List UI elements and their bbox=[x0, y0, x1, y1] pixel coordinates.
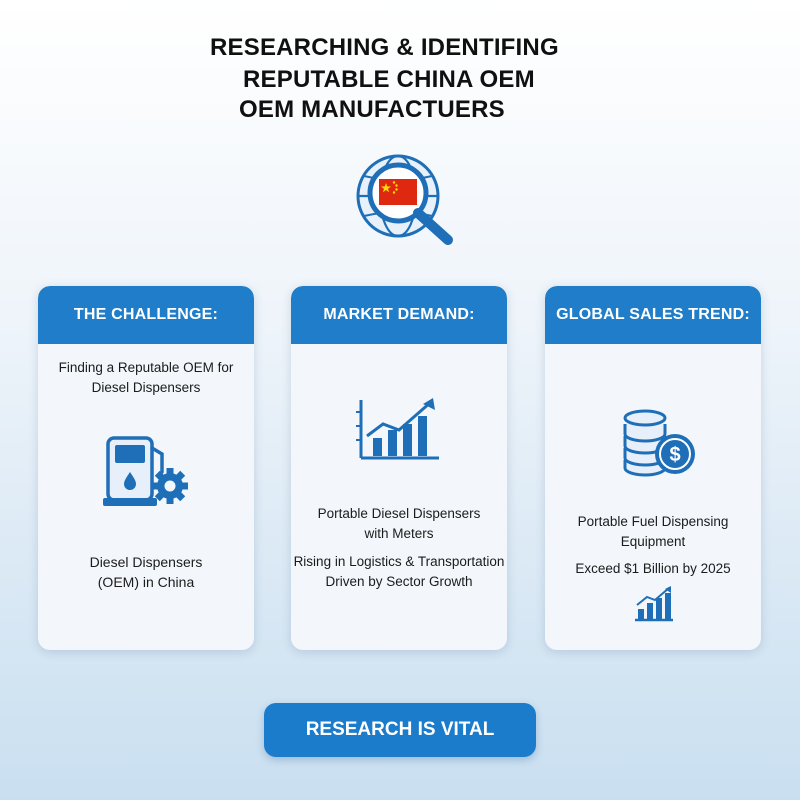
challenge-bottom-text: Diesel Dispensers (OEM) in China bbox=[89, 554, 203, 590]
china-search-globe-icon bbox=[356, 154, 453, 245]
svg-text:$: $ bbox=[669, 444, 680, 466]
coin-stack-dollar-icon: $ bbox=[623, 409, 695, 477]
challenge-top-text: Finding a Reputable OEM for Diesel Dispe… bbox=[58, 360, 234, 395]
challenge-card-heading: THE CHALLENGE: bbox=[38, 286, 254, 344]
global-sales-forecast-text: Exceed $1 Billion by 2025 bbox=[575, 561, 731, 576]
global-sales-card-heading: GLOBAL SALES TREND: bbox=[545, 286, 761, 344]
title-line-1: RESEARCHING & IDENTIFING bbox=[210, 34, 559, 61]
market-demand-card-heading: MARKET DEMAND: bbox=[291, 286, 507, 344]
title-line-2: REPUTABLE CHINA OEM bbox=[243, 66, 535, 93]
growth-bar-chart-icon bbox=[356, 398, 439, 460]
title-line-3: OEM MANUFACTUERS bbox=[239, 96, 505, 123]
fuel-pump-gear-icon bbox=[103, 436, 188, 506]
market-demand-card: MARKET DEMAND: Portable Diesel Dispenser… bbox=[291, 286, 507, 650]
global-sales-card: GLOBAL SALES TREND: $ Portable Fuel Disp… bbox=[545, 286, 761, 650]
challenge-card: THE CHALLENGE: Finding a Reputable OEM f… bbox=[38, 286, 254, 650]
research-is-vital-button[interactable]: RESEARCH IS VITAL bbox=[264, 703, 536, 757]
market-demand-growth-text: Rising in Logistics & Transportation Dri… bbox=[293, 554, 505, 589]
global-sales-product-text: Portable Fuel Dispensing Equipment bbox=[577, 514, 729, 549]
trend-up-chart-icon bbox=[635, 586, 673, 622]
market-demand-product-text: Portable Diesel Dispensers with Meters bbox=[317, 506, 481, 541]
